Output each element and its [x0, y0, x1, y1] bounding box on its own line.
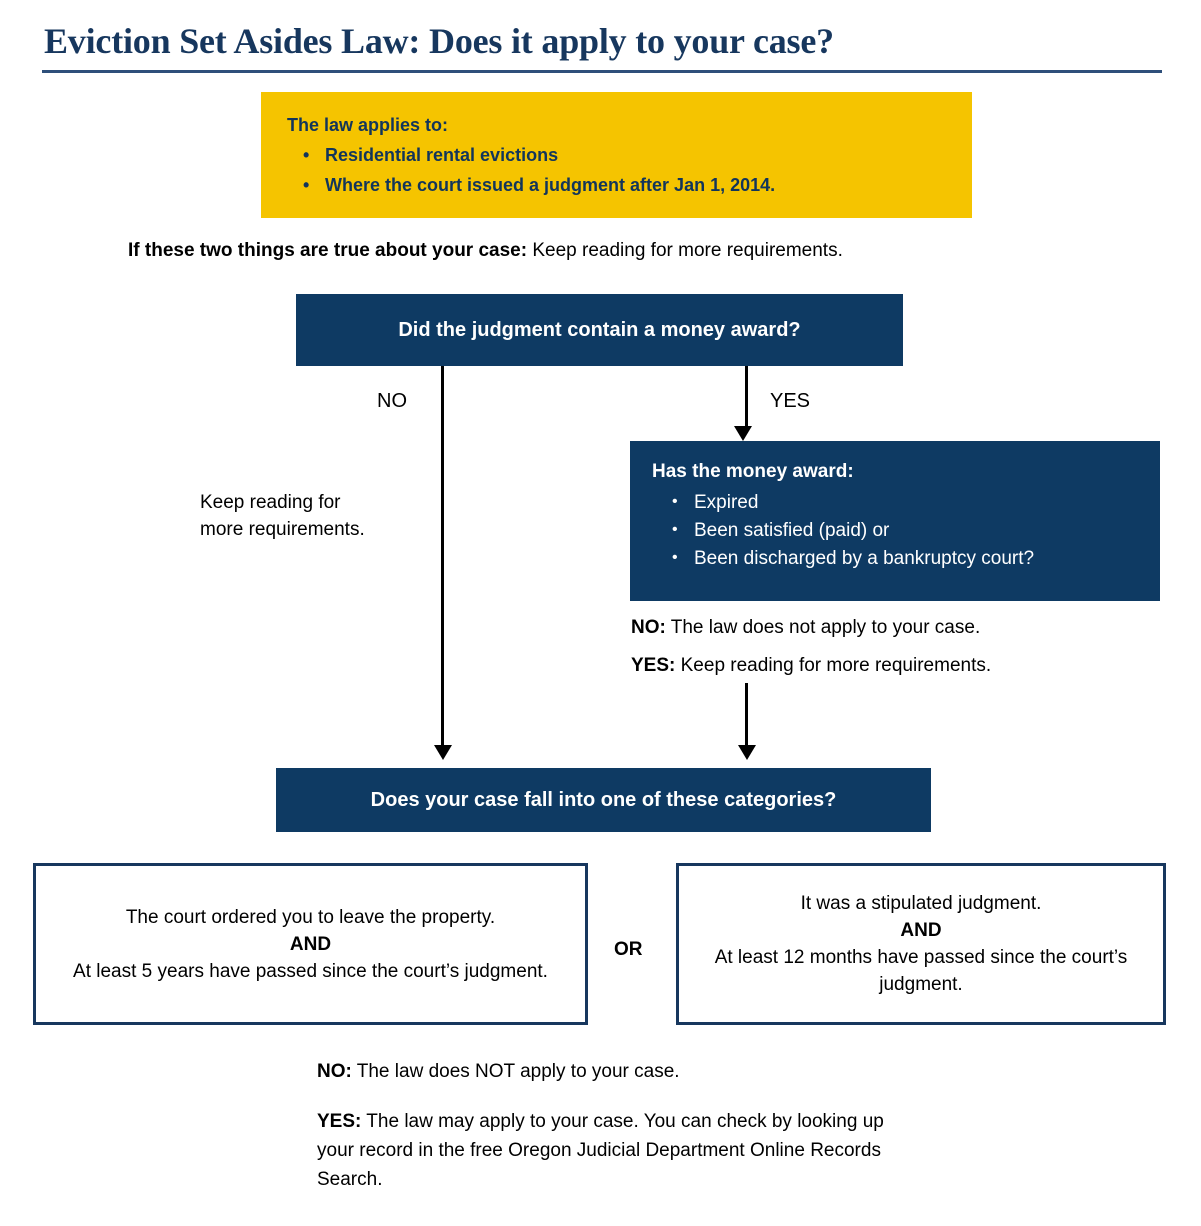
- arrow-down-icon: [738, 745, 756, 760]
- bullet-icon: •: [672, 549, 678, 566]
- money-award-result-yes-label: YES:: [631, 655, 676, 676]
- category-separator-or: OR: [614, 939, 643, 960]
- page-title: Eviction Set Asides Law: Does it apply t…: [44, 21, 834, 61]
- list-item: • Residential rental evictions: [285, 140, 972, 170]
- law-applies-heading: The law applies to:: [287, 115, 449, 135]
- money-award-result-no-text: The law does not apply to your case.: [665, 617, 981, 638]
- final-outcome-no-text: The law does NOT apply to your case.: [351, 1061, 680, 1082]
- list-item: • Where the court issued a judgment afte…: [285, 170, 972, 200]
- decision-box-money-award-status: Has the money award: • Expired • Been sa…: [630, 441, 1160, 601]
- bullet-icon: •: [303, 175, 310, 195]
- connector-line-to-categories: [745, 683, 748, 745]
- list-item: • Expired: [652, 489, 1160, 517]
- category-left-line2: At least 5 years have passed since the c…: [73, 960, 548, 982]
- lead-sentence-bold: If these two things are true about your …: [128, 240, 528, 261]
- money-award-result-no: NO: The law does not apply to your case.: [631, 615, 980, 641]
- category-left-content: The court ordered you to leave the prope…: [73, 904, 548, 985]
- title-divider: [42, 70, 1162, 73]
- branch-label-no: NO: [377, 390, 407, 412]
- list-item-label: Residential rental evictions: [325, 145, 559, 165]
- no-branch-note-line1: Keep reading for: [200, 492, 341, 513]
- final-outcome-yes: YES: The law may apply to your case. You…: [317, 1107, 897, 1194]
- decision-box-money-award: Did the judgment contain a money award?: [296, 294, 903, 366]
- final-outcome-yes-label: YES:: [317, 1111, 362, 1132]
- list-item-label: Expired: [694, 492, 759, 513]
- money-award-status-heading: Has the money award:: [652, 461, 854, 482]
- category-left-line1: The court ordered you to leave the prope…: [125, 906, 496, 928]
- decision-box-money-award-label: Did the judgment contain a money award?: [398, 318, 801, 341]
- final-outcome-yes-text: The law may apply to your case. You can …: [317, 1111, 884, 1190]
- category-right-line1: It was a stipulated judgment.: [800, 893, 1042, 914]
- list-item: • Been satisfied (paid) or: [652, 517, 1160, 545]
- no-branch-note-line2: more requirements.: [200, 519, 365, 540]
- bullet-icon: •: [303, 145, 310, 165]
- money-award-result-yes: YES: Keep reading for more requirements.: [631, 653, 991, 679]
- category-right-content: It was a stipulated judgment. AND At lea…: [691, 890, 1151, 998]
- final-outcome-no: NO: The law does NOT apply to your case.: [317, 1058, 680, 1085]
- no-branch-note: Keep reading for more requirements.: [200, 489, 365, 543]
- category-right-conjunction: AND: [900, 920, 942, 941]
- category-box-right: It was a stipulated judgment. AND At lea…: [676, 863, 1166, 1025]
- law-applies-callout: The law applies to: • Residential rental…: [261, 92, 972, 218]
- money-award-result-yes-text: Keep reading for more requirements.: [675, 655, 992, 676]
- decision-box-categories-label: Does your case fall into one of these ca…: [370, 788, 837, 811]
- bullet-icon: •: [672, 493, 678, 510]
- connector-line-yes-branch: [745, 366, 748, 426]
- branch-label-yes: YES: [770, 390, 811, 412]
- lead-sentence: If these two things are true about your …: [128, 238, 843, 264]
- connector-line-no-branch: [441, 366, 444, 745]
- final-outcome-no-label: NO:: [317, 1061, 352, 1082]
- arrow-down-icon: [734, 426, 752, 441]
- category-box-left: The court ordered you to leave the prope…: [33, 863, 588, 1025]
- arrow-down-icon: [434, 745, 452, 760]
- lead-sentence-rest: Keep reading for more requirements.: [527, 240, 843, 261]
- category-left-conjunction: AND: [289, 933, 332, 955]
- list-item-label: Where the court issued a judgment after …: [325, 175, 776, 195]
- category-right-line2: At least 12 months have passed since the…: [714, 947, 1128, 995]
- money-award-status-list: • Expired • Been satisfied (paid) or • B…: [652, 489, 1160, 573]
- money-award-result-no-label: NO:: [631, 617, 666, 638]
- list-item-label: Been satisfied (paid) or: [694, 520, 890, 541]
- law-applies-list: • Residential rental evictions • Where t…: [285, 140, 972, 200]
- bullet-icon: •: [672, 521, 678, 538]
- list-item-label: Been discharged by a bankruptcy court?: [694, 548, 1035, 569]
- decision-box-categories: Does your case fall into one of these ca…: [276, 768, 931, 832]
- list-item: • Been discharged by a bankruptcy court?: [652, 545, 1160, 573]
